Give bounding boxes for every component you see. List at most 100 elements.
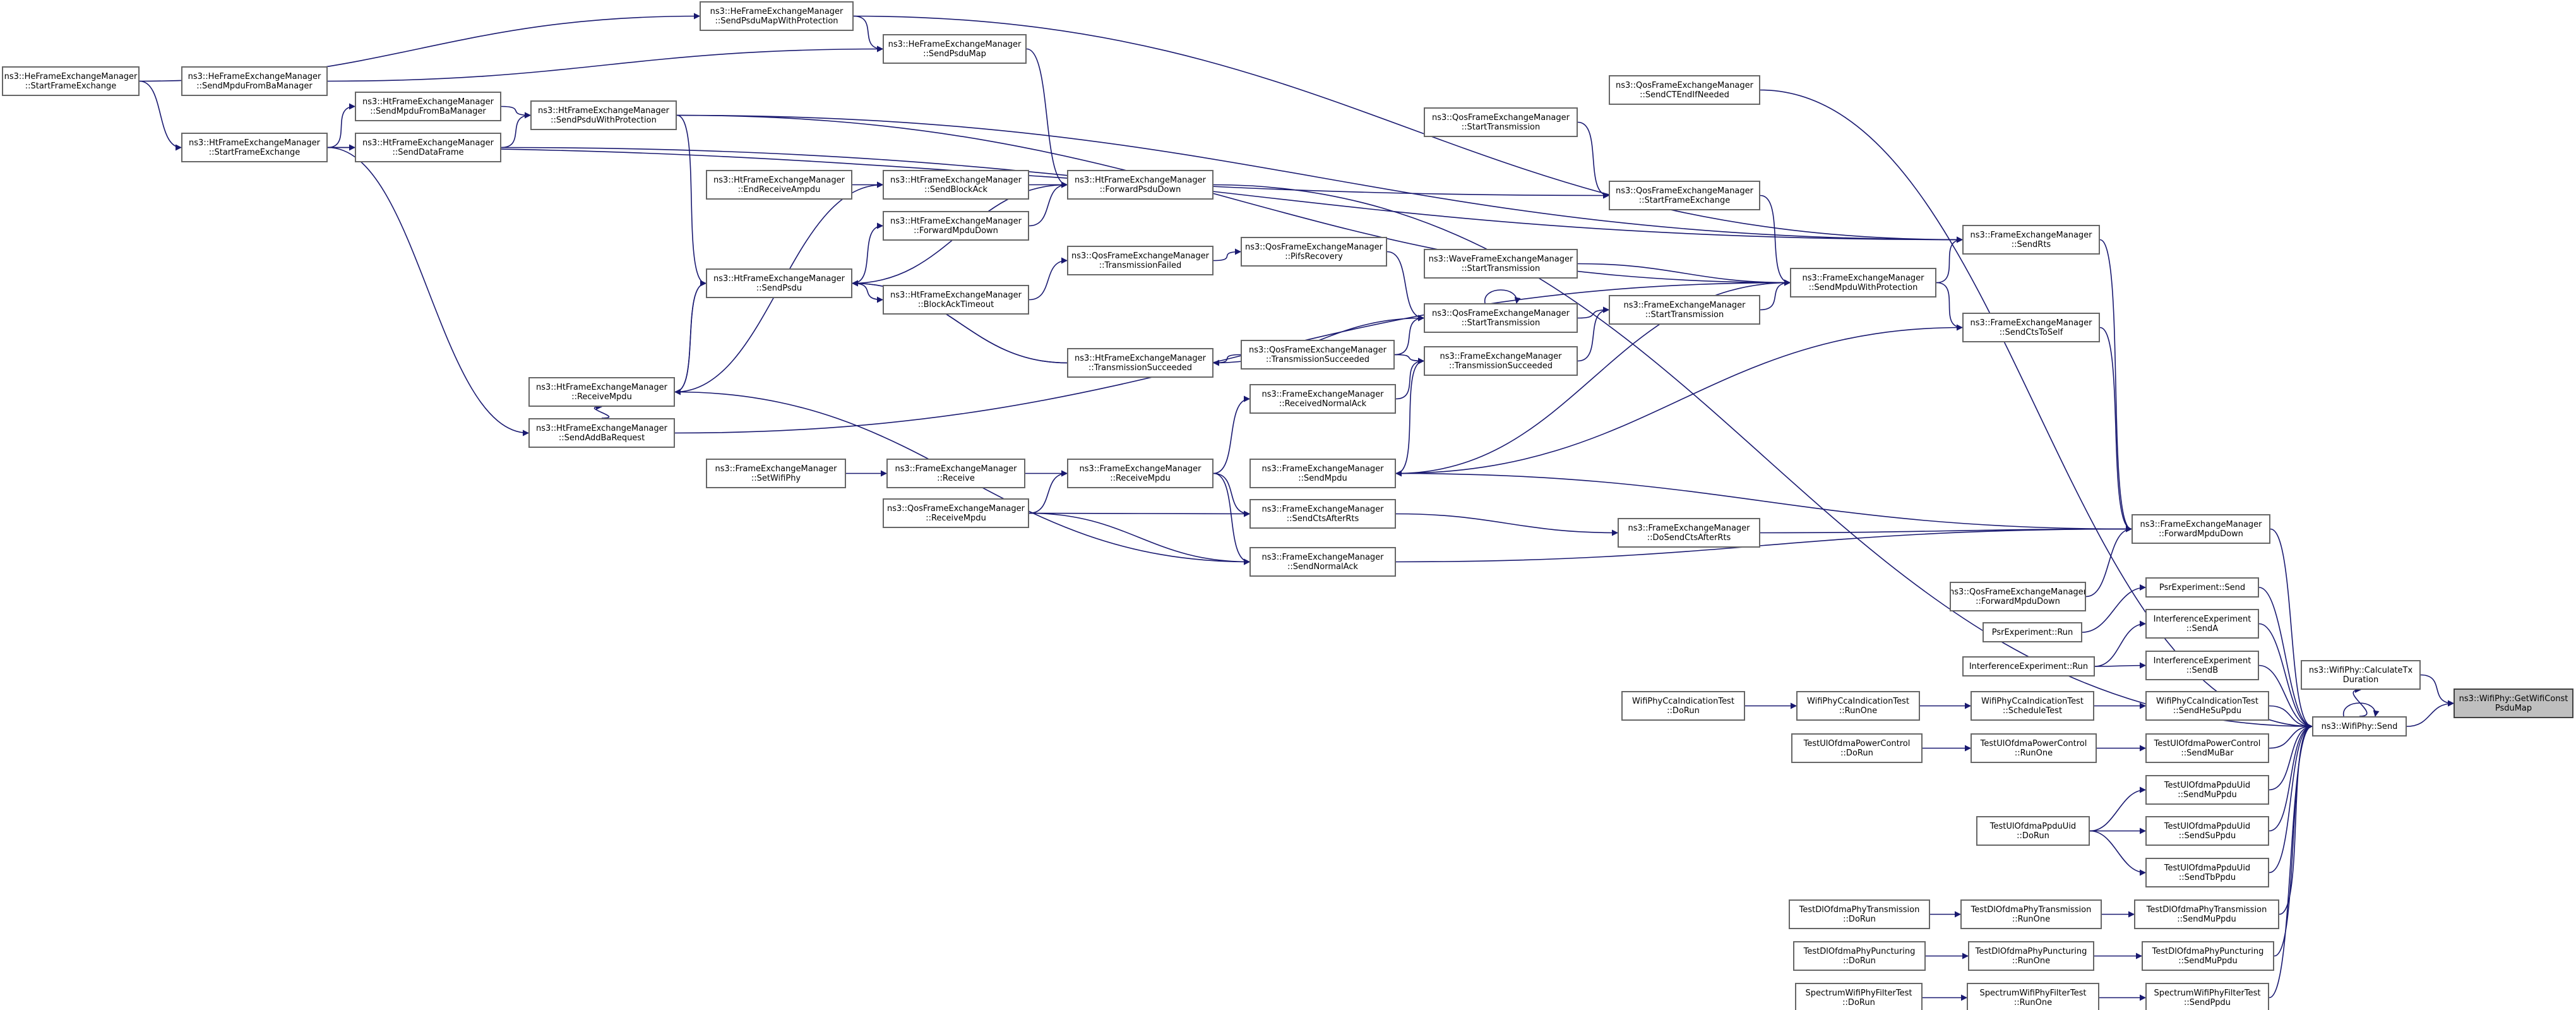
node-sf-send[interactable]: SpectrumWifiPhyFilterTest::SendPpdu xyxy=(2145,983,2269,1010)
edge-psr-run-to-psr-send xyxy=(2082,584,2146,633)
node-q-rm[interactable]: ns3::QosFrameExchangeManager::ReceiveMpd… xyxy=(883,498,1029,528)
node-f-swp[interactable]: ns3::FrameExchangeManager::SetWifiPhy xyxy=(706,459,846,488)
node-dlp-dorun[interactable]: TestDlOfdmaPhyPuncturing::DoRun xyxy=(1793,941,1926,971)
node-ht-fpd[interactable]: ns3::HtFrameExchangeManager::ForwardPsdu… xyxy=(1067,170,1213,200)
node-f-recv[interactable]: ns3::FrameExchangeManager::Receive xyxy=(886,459,1025,488)
node-pc-smubar[interactable]: TestUlOfdmaPowerControl::SendMuBar xyxy=(2145,733,2269,763)
node-ht-sba[interactable]: ns3::HtFrameExchangeManager::SendBlockAc… xyxy=(883,170,1029,200)
node-label: ns3::FrameExchangeManager xyxy=(715,464,837,474)
node-w-st[interactable]: ns3::WaveFrameExchangeManager::StartTran… xyxy=(1424,249,1578,279)
node-dlt-smu[interactable]: TestDlOfdmaPhyTransmission::SendMuPpdu xyxy=(2134,899,2279,929)
node-label: ns3::HtFrameExchangeManager xyxy=(890,216,1022,226)
node-ie-senda[interactable]: InterferenceExperiment::SendA xyxy=(2145,609,2259,639)
node-label: ns3::QosFrameExchangeManager xyxy=(1244,242,1383,252)
node-cca-shesu[interactable]: WifiPhyCcaIndicationTest::SendHeSuPpdu xyxy=(2145,691,2269,721)
node-ht-fmd[interactable]: ns3::HtFrameExchangeManager::ForwardMpdu… xyxy=(883,211,1029,241)
node-q-pr[interactable]: ns3::QosFrameExchangeManager::PifsRecove… xyxy=(1241,237,1387,267)
edge-ht-sabr-to-ht-rm xyxy=(593,404,610,419)
edge-q-ctein-to-wp-send xyxy=(1760,89,2313,730)
node-dlt-dorun[interactable]: TestDlOfdmaPhyTransmission::DoRun xyxy=(1789,899,1930,929)
node-label: ns3::FrameExchangeManager xyxy=(1970,230,2092,240)
edge-f-scts-to-f-sm xyxy=(1395,327,1963,477)
node-ht-sdf[interactable]: ns3::HtFrameExchangeManager::SendDataFra… xyxy=(355,133,501,162)
node-psr-run[interactable]: PsrExperiment::Run xyxy=(1983,622,2082,642)
node-f-fmd[interactable]: ns3::FrameExchangeManager::ForwardMpduDo… xyxy=(2132,514,2270,544)
node-ht-spwp[interactable]: ns3::HtFrameExchangeManager::SendPsduWit… xyxy=(530,100,677,130)
node-ht-ts[interactable]: ns3::HtFrameExchangeManager::Transmissio… xyxy=(1067,348,1213,378)
node-uid-dorun[interactable]: TestUlOfdmaPpduUid::DoRun xyxy=(1976,816,2090,846)
node-label: ns3::QosFrameExchangeManager xyxy=(1431,112,1570,123)
node-sf-dorun[interactable]: SpectrumWifiPhyFilterTest::DoRun xyxy=(1795,983,1923,1010)
node-f-srts[interactable]: ns3::FrameExchangeManager::SendRts xyxy=(1962,225,2100,255)
node-pc-dorun[interactable]: TestUlOfdmaPowerControl::DoRun xyxy=(1791,733,1923,763)
node-ht-sabr[interactable]: ns3::HtFrameExchangeManager::SendAddBaRe… xyxy=(528,418,675,448)
node-cca-sched[interactable]: WifiPhyCcaIndicationTest::ScheduleTest xyxy=(1971,691,2094,721)
node-label-continued: ::ForwardMpduDown xyxy=(1976,596,2060,606)
node-he-spm[interactable]: ns3::HeFrameExchangeManager::SendPsduMap xyxy=(883,34,1027,64)
node-ht-era[interactable]: ns3::HtFrameExchangeManager::EndReceiveA… xyxy=(706,170,852,200)
edge-uid-dorun-to-uid-smu xyxy=(2089,786,2146,832)
node-ht-sfe[interactable]: ns3::HtFrameExchangeManager::StartFrameE… xyxy=(181,133,328,162)
node-label: ns3::HtFrameExchangeManager xyxy=(536,382,667,392)
node-f-st[interactable]: ns3::FrameExchangeManager::StartTransmis… xyxy=(1609,295,1760,325)
node-f-smwp[interactable]: ns3::FrameExchangeManager::SendMpduWithP… xyxy=(1790,268,1936,298)
node-f-dscar[interactable]: ns3::FrameExchangeManager::DoSendCtsAfte… xyxy=(1618,518,1760,548)
node-f-scts[interactable]: ns3::FrameExchangeManager::SendCtsToSelf xyxy=(1962,313,2100,342)
node-ht-bat[interactable]: ns3::HtFrameExchangeManager::BlockAckTim… xyxy=(883,285,1029,315)
node-q-ts[interactable]: ns3::QosFrameExchangeManager::Transmissi… xyxy=(1241,340,1395,370)
node-f-ts[interactable]: ns3::FrameExchangeManager::TransmissionS… xyxy=(1424,346,1578,376)
node-label-continued: ::ForwardPsduDown xyxy=(1099,184,1181,195)
node-label: ns3::WaveFrameExchangeManager xyxy=(1428,254,1573,264)
node-dlt-runone[interactable]: TestDlOfdmaPhyTransmission::RunOne xyxy=(1960,899,2102,929)
node-q-st1[interactable]: ns3::QosFrameExchangeManager::StartTrans… xyxy=(1424,107,1578,137)
node-ht-rm[interactable]: ns3::HtFrameExchangeManager::ReceiveMpdu xyxy=(528,377,675,407)
edge-f-rm-to-f-rna xyxy=(1213,395,1250,474)
node-label-continued: ::StartFrameExchange xyxy=(208,147,301,157)
node-ie-run[interactable]: InterferenceExperiment::Run xyxy=(1962,656,2095,676)
node-label: TestUlOfdmaPpduUid xyxy=(2164,821,2251,831)
node-q-sfe[interactable]: ns3::QosFrameExchangeManager::StartFrame… xyxy=(1609,181,1760,210)
node-sf-runone[interactable]: SpectrumWifiPhyFilterTest::RunOne xyxy=(1967,983,2099,1010)
node-label-continued: ::StartFrameExchange xyxy=(1638,195,1731,205)
node-q-tf[interactable]: ns3::QosFrameExchangeManager::Transmissi… xyxy=(1067,246,1213,275)
edge-ie-run-to-ie-senda xyxy=(2094,620,2146,667)
edge-ht-sdf-to-f-srts xyxy=(501,147,1963,243)
node-wp-send[interactable]: ns3::WifiPhy::Send xyxy=(2312,716,2407,736)
node-ht-sp[interactable]: ns3::HtFrameExchangeManager::SendPsdu xyxy=(706,268,852,298)
node-q-fmd[interactable]: ns3::QosFrameExchangeManager::ForwardMpd… xyxy=(1950,582,2086,611)
edge-ht-spwp-to-f-smwp xyxy=(676,114,1791,286)
node-label: ns3::FrameExchangeManager xyxy=(1261,464,1384,474)
node-ht-smfba[interactable]: ns3::HtFrameExchangeManager::SendMpduFro… xyxy=(355,92,501,121)
node-ie-sendb[interactable]: InterferenceExperiment::SendB xyxy=(2145,651,2259,680)
node-cca-runone[interactable]: WifiPhyCcaIndicationTest::RunOne xyxy=(1796,691,1920,721)
node-uid-ssu[interactable]: TestUlOfdmaPpduUid::SendSuPpdu xyxy=(2145,816,2269,846)
node-label: ns3::QosFrameExchangeManager xyxy=(1950,587,2086,597)
node-pc-runone[interactable]: TestUlOfdmaPowerControl::RunOne xyxy=(1971,733,2097,763)
node-he-spmwp[interactable]: ns3::HeFrameExchangeManager::SendPsduMap… xyxy=(700,1,854,31)
node-f-rm[interactable]: ns3::FrameExchangeManager::ReceiveMpdu xyxy=(1067,459,1213,488)
node-label: TestUlOfdmaPpduUid xyxy=(2164,863,2251,873)
node-label-continued: ::EndReceiveAmpdu xyxy=(737,184,821,195)
node-q-st2[interactable]: ns3::QosFrameExchangeManager::StartTrans… xyxy=(1424,303,1578,333)
node-uid-stb[interactable]: TestUlOfdmaPpduUid::SendTbPpdu xyxy=(2145,858,2269,887)
node-cca-dorun[interactable]: WifiPhyCcaIndicationTest::DoRun xyxy=(1621,691,1745,721)
node-f-rna[interactable]: ns3::FrameExchangeManager::ReceivedNorma… xyxy=(1249,384,1396,414)
edge-he-sfe-to-ht-sfe xyxy=(139,80,182,151)
node-label-continued: ::RunOne xyxy=(2014,748,2053,758)
node-f-sm[interactable]: ns3::FrameExchangeManager::SendMpdu xyxy=(1249,459,1396,488)
node-he-sfe[interactable]: ns3::HeFrameExchangeManager::StartFrameE… xyxy=(2,66,140,96)
node-he-smfba[interactable]: ns3::HeFrameExchangeManager::SendMpduFro… xyxy=(181,66,328,96)
edge-q-rm-to-f-rm xyxy=(1029,470,1068,514)
node-dlp-runone[interactable]: TestDlOfdmaPhyPuncturing::RunOne xyxy=(1968,941,2094,971)
node-dlp-smu[interactable]: TestDlOfdmaPhyPuncturing::SendMuPpdu xyxy=(2142,941,2274,971)
node-q-ctein[interactable]: ns3::QosFrameExchangeManager::SendCTEndI… xyxy=(1609,75,1760,105)
node-label: SpectrumWifiPhyFilterTest xyxy=(1979,988,2087,998)
node-uid-smu[interactable]: TestUlOfdmaPpduUid::SendMuPpdu xyxy=(2145,775,2269,805)
node-f-scar[interactable]: ns3::FrameExchangeManager::SendCtsAfterR… xyxy=(1249,499,1396,529)
node-psr-send[interactable]: PsrExperiment::Send xyxy=(2145,577,2259,598)
node-label-continued: ::SendMpduWithProtection xyxy=(1808,282,1918,292)
edge-he-smfba-to-he-spm xyxy=(327,45,883,82)
node-f-sna[interactable]: ns3::FrameExchangeManager::SendNormalAck xyxy=(1249,547,1396,577)
node-label: ns3::FrameExchangeManager xyxy=(895,464,1017,474)
